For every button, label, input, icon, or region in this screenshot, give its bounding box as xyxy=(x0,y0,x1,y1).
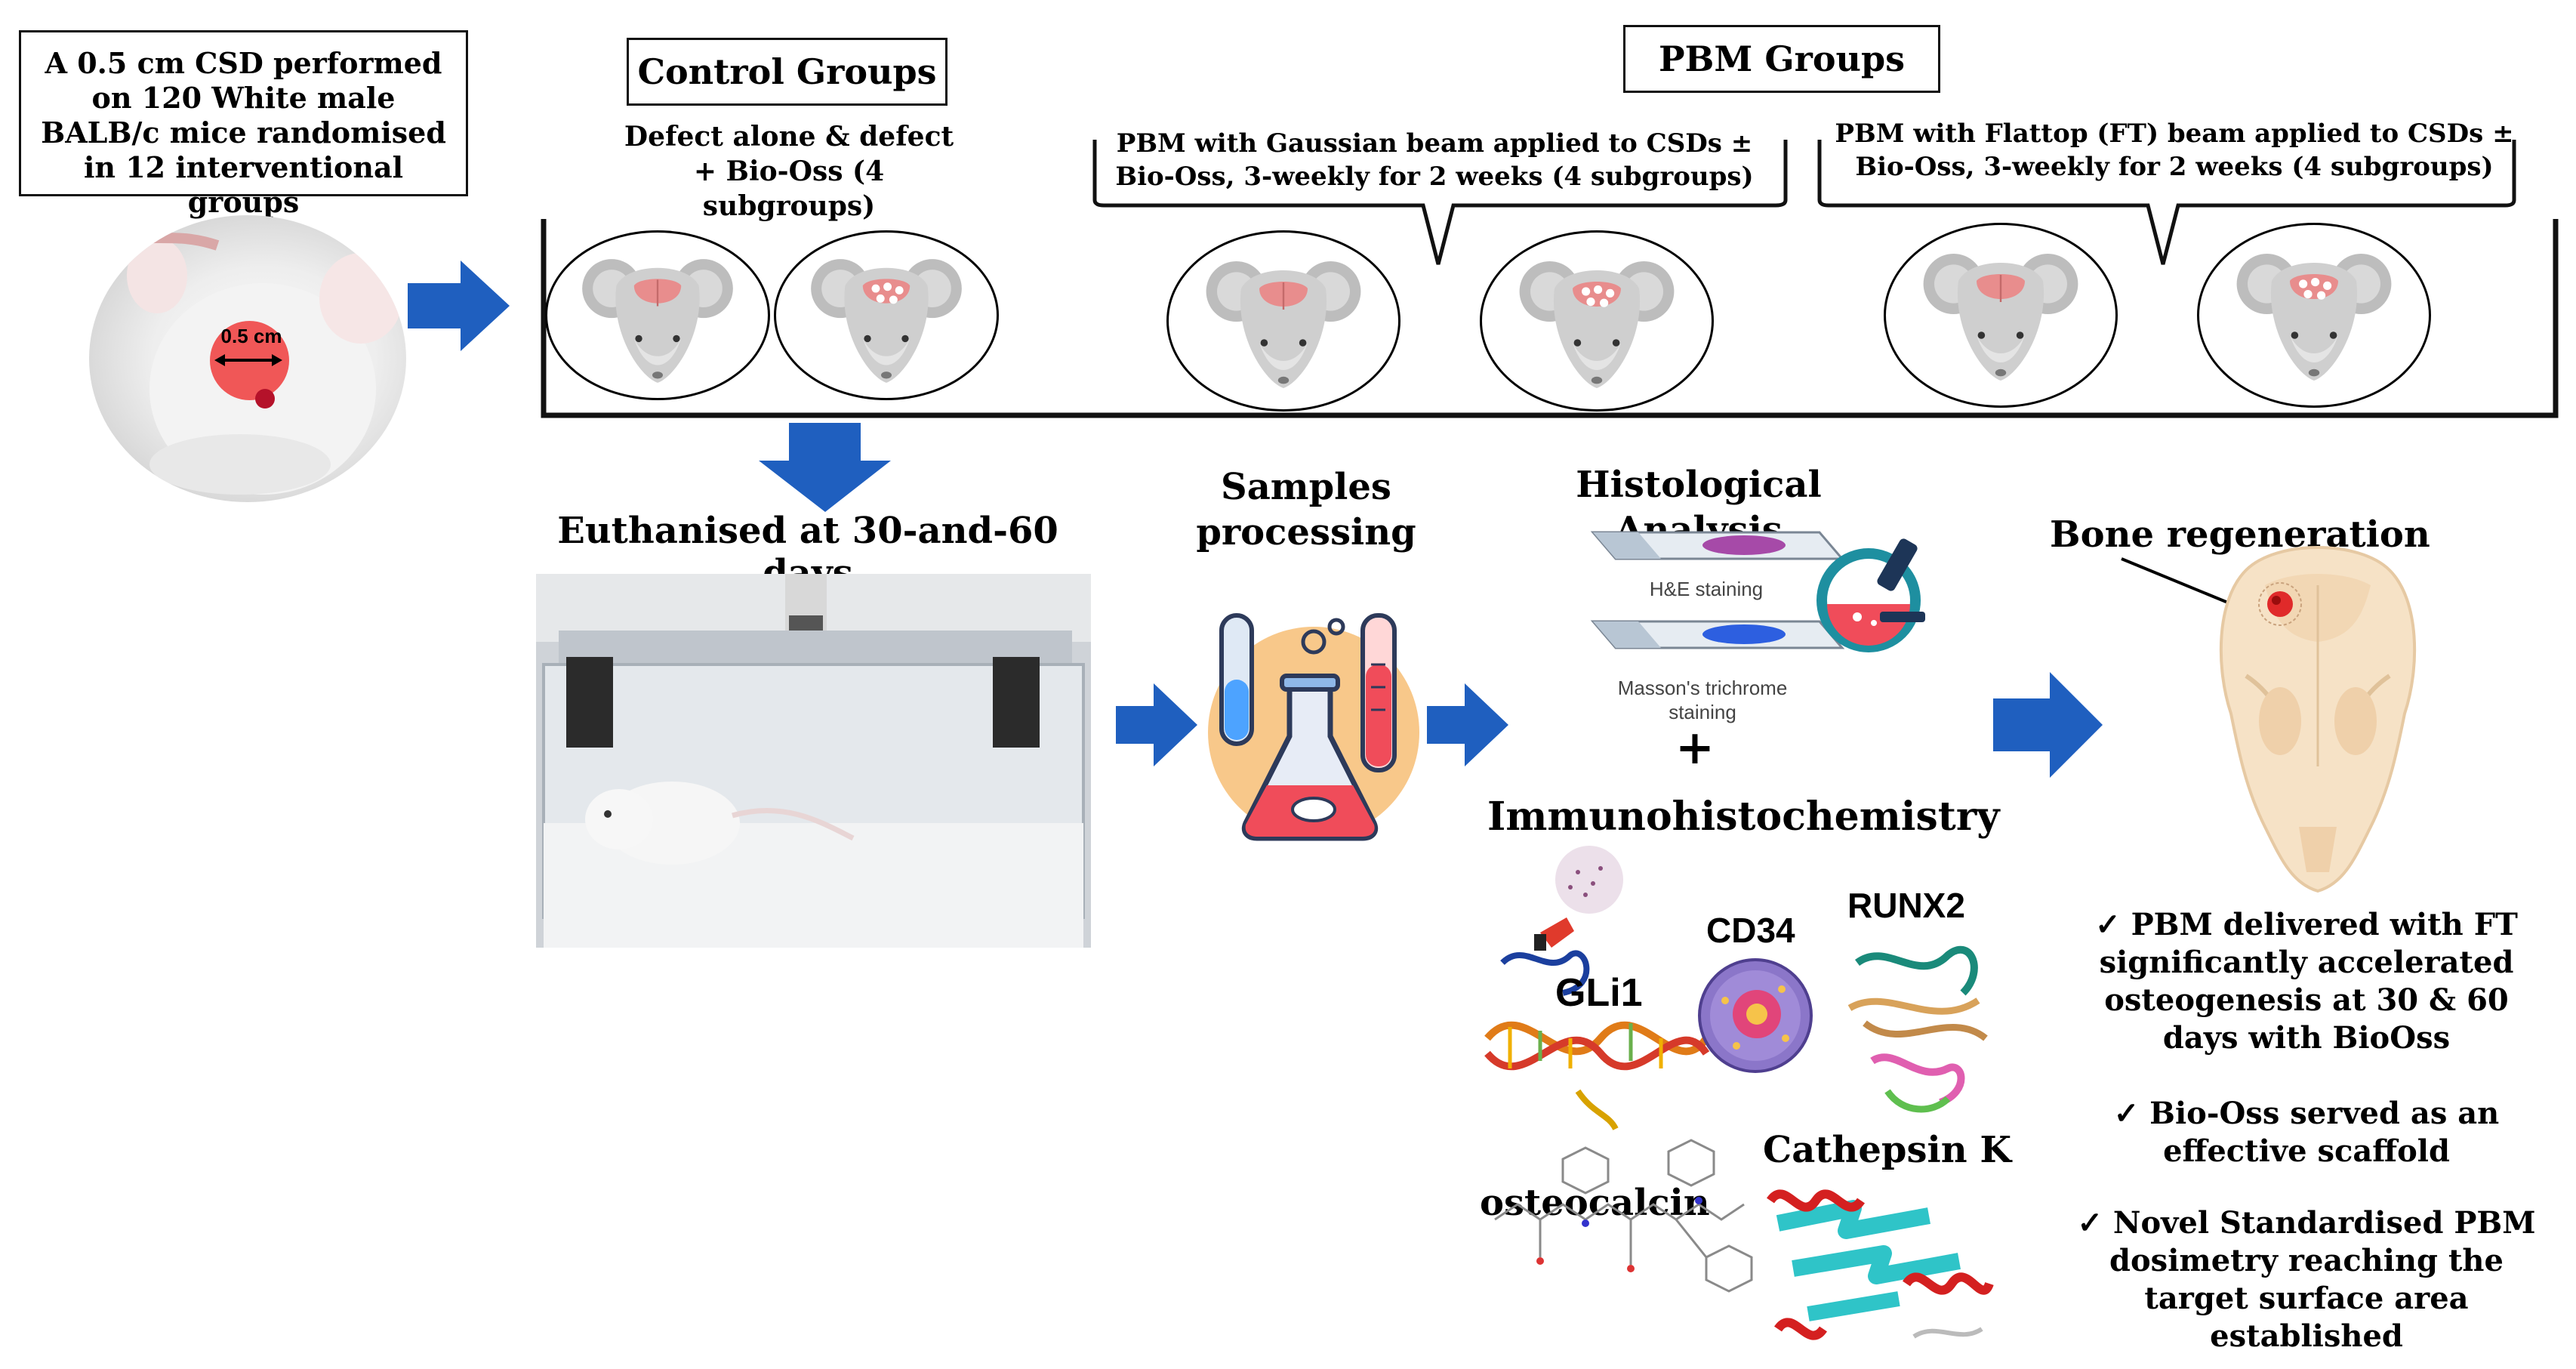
bone-regeneration-label: Bone regeneration xyxy=(2050,513,2430,556)
cathepsin-label: Cathepsin K xyxy=(1763,1129,2012,1171)
pbm-gaussian-text: PBM with Gaussian beam applied to CSDs ±… xyxy=(1115,128,1754,192)
ihc-title: Immunohistochemistry xyxy=(1487,794,2000,840)
arrow-down-icon xyxy=(759,423,891,512)
control-groups-title: Control Groups xyxy=(627,38,948,106)
pbm-groups-title: PBM Groups xyxy=(1623,25,1940,93)
gli1-label: GLi1 xyxy=(1555,971,1643,1015)
mouse-photo: 0.5 cm xyxy=(89,215,406,502)
control-groups-subtitle: Defect alone & defect + Bio-Oss (4 subgr… xyxy=(624,121,954,222)
lab-flask-icon xyxy=(1208,613,1419,841)
arrow-right-icon xyxy=(1993,672,2103,778)
mouse-icons xyxy=(582,254,2392,388)
samples-label: Samples processing xyxy=(1196,466,1416,553)
slide-masson xyxy=(1590,620,1845,649)
masson-label: Masson's trichrome staining xyxy=(1617,677,1788,723)
he-label: H&E staining xyxy=(1649,578,1764,600)
red-eye xyxy=(255,389,275,409)
gli1-molecule xyxy=(1484,950,1710,1131)
dropper-icon xyxy=(1534,846,1623,951)
skull-icon xyxy=(2219,546,2417,893)
chamber-photo xyxy=(536,574,1091,948)
intro-box: A 0.5 cm CSD performed on 120 White male… xyxy=(19,30,468,219)
slide-he xyxy=(1590,531,1845,560)
runx2-label: RUNX2 xyxy=(1847,886,1965,925)
cd34-label: CD34 xyxy=(1706,911,1795,950)
runx2-molecule xyxy=(1847,945,1988,1113)
intro-text: A 0.5 cm CSD performed on 120 White male… xyxy=(41,46,446,219)
conclusion-biooss-scaffold: ✓ Bio-Oss served as an effective scaffol… xyxy=(2113,1096,2500,1169)
cathepsin-molecule xyxy=(1767,1189,1994,1340)
conclusion-dosimetry: ✓ Novel Standardised PBM dosimetry reach… xyxy=(2077,1205,2536,1354)
arrow-right-icon xyxy=(1427,683,1508,766)
cd34-cell xyxy=(1698,958,1813,1073)
scale-label: 0.5 cm xyxy=(220,325,282,347)
osteocalcin-structure xyxy=(1494,1139,1753,1293)
group-brackets xyxy=(541,140,2559,418)
conclusion-ft-accelerated: ✓ PBM delivered with FT significantly ac… xyxy=(2095,907,2518,1056)
microscope-icon xyxy=(1816,538,1925,652)
pbm-flattop-text: PBM with Flattop (FT) beam applied to CS… xyxy=(1835,119,2514,182)
plus-sign: + xyxy=(1675,720,1715,775)
arrow-right-icon xyxy=(408,261,510,351)
arrow-right-icon xyxy=(1116,683,1197,766)
